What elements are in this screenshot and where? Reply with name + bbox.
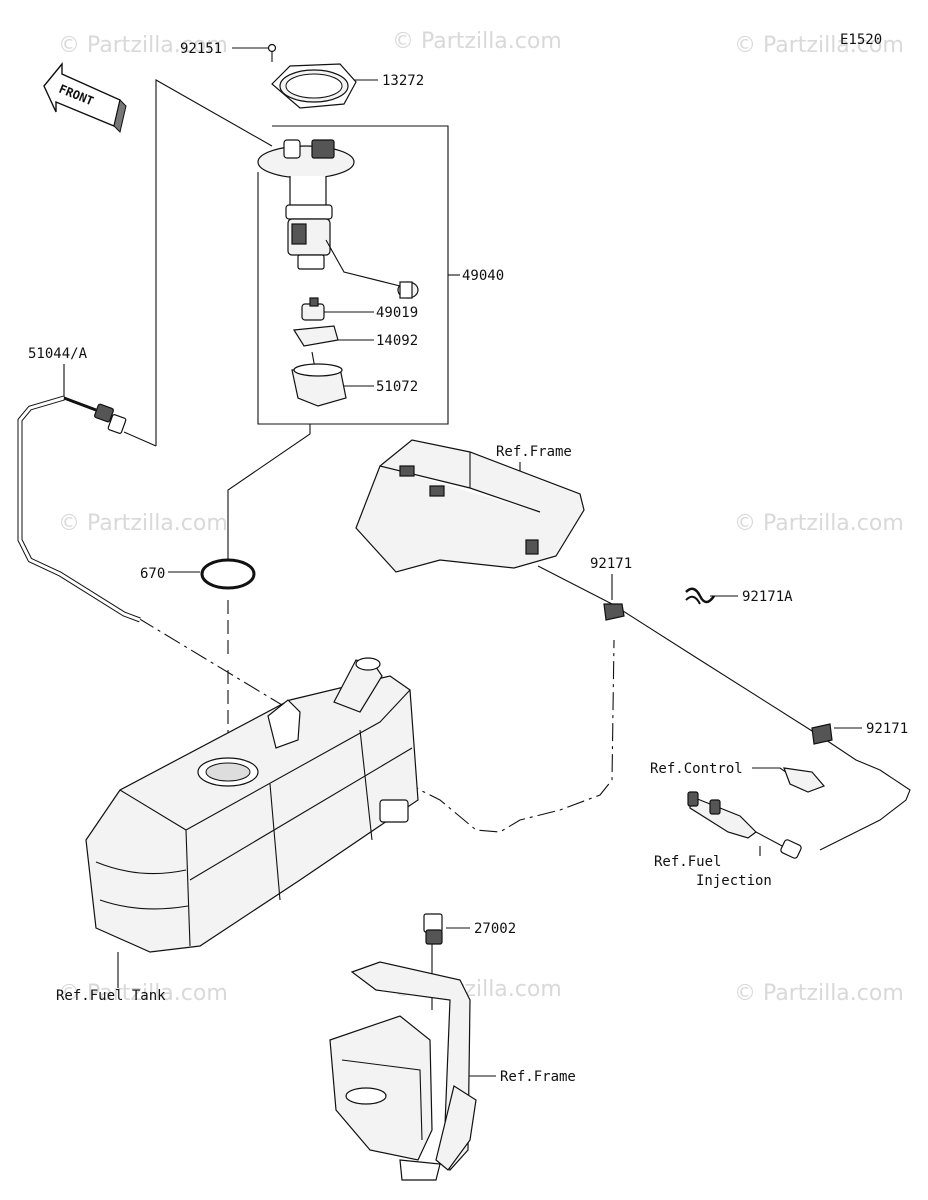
watermark: © Partzilla.com (58, 511, 228, 536)
frame-top (355, 439, 585, 573)
filter-49019 (301, 297, 325, 321)
label-92171-right: 92171 (866, 721, 908, 737)
label-92171A: 92171A (742, 589, 793, 605)
label-injection: Injection (696, 873, 772, 889)
label-ref-frame-top: Ref.Frame (496, 444, 572, 460)
label-49019: 49019 (376, 305, 418, 321)
label-51072: 51072 (376, 379, 418, 395)
label-14092: 14092 (376, 333, 418, 349)
label-27002: 27002 (474, 921, 516, 937)
cup-51072 (291, 351, 347, 407)
watermark: © Partzilla.com (734, 981, 904, 1006)
watermark: © Partzilla.com (58, 33, 228, 58)
label-92151: 92151 (180, 41, 222, 57)
label-49040: 49040 (462, 268, 504, 284)
clamp-92171A (685, 587, 716, 605)
label-ref-fuel: Ref.Fuel (654, 854, 721, 870)
label-92171-upper: 92171 (590, 556, 632, 572)
label-670: 670 (140, 566, 165, 582)
screw-92151 (267, 43, 277, 62)
leader-lines (63, 47, 862, 1077)
frame-bottom (329, 961, 477, 1181)
watermark: © Partzilla.com (734, 33, 904, 58)
watermark: © Partzilla.com (392, 29, 562, 54)
label-13272: 13272 (382, 73, 424, 89)
watermark: © Partzilla.com (734, 511, 904, 536)
watermark: © Partzilla.com (58, 981, 228, 1006)
fuel-injection-rail (687, 791, 802, 859)
label-51044A: 51044/A (28, 346, 88, 362)
fuel-pump-49040 (257, 139, 419, 299)
cap-14092 (292, 325, 339, 347)
label-ref-control: Ref.Control (650, 761, 743, 777)
fuel-hose-line (137, 565, 911, 851)
front-arrow: FRONT (43, 62, 127, 133)
o-ring-670 (200, 558, 256, 590)
fuel-tank (85, 657, 419, 953)
watermarks: © Partzilla.com © Partzilla.com © Partzi… (58, 29, 904, 1006)
clamp-92171-upper (603, 603, 625, 621)
plate-13272 (271, 63, 357, 109)
harness-51044A (17, 395, 141, 623)
label-ref-fuel-tank: Ref.Fuel Tank (56, 988, 166, 1004)
connector-27002 (423, 913, 443, 1010)
clamp-92171-right (811, 723, 833, 745)
label-ref-frame-bottom: Ref.Frame (500, 1069, 576, 1085)
pump-assembly-bracket (257, 125, 460, 425)
control-bracket (783, 767, 826, 793)
diagram-code: E1520 (840, 32, 882, 48)
